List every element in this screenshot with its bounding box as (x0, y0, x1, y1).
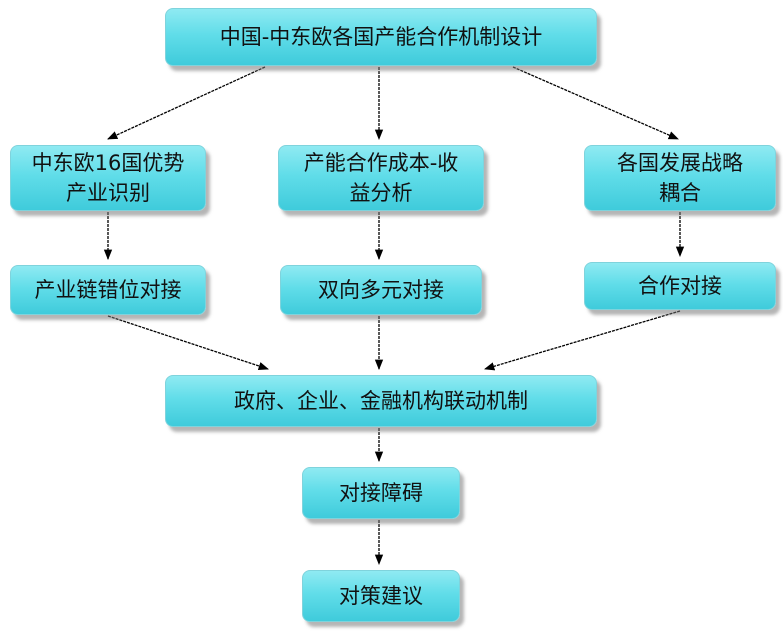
node-industry-chain-docking: 产业链错位对接 (10, 265, 206, 315)
node-cost-benefit-analysis: 产能合作成本-收 益分析 (278, 145, 484, 211)
node-mechanism-design: 中国-中东欧各国产能合作机制设计 (165, 8, 597, 66)
node-cooperation-docking: 合作对接 (584, 262, 776, 310)
node-advantage-industry-identification: 中东欧16国优势 产业识别 (10, 145, 206, 211)
node-linkage-mechanism: 政府、企业、金融机构联动机制 (165, 375, 597, 427)
node-bidirectional-docking: 双向多元对接 (280, 265, 482, 315)
node-countermeasure-suggestions: 对策建议 (302, 570, 460, 622)
arrow-left-mid-to-linkage (107, 315, 269, 371)
node-docking-barrier: 对接障碍 (302, 467, 460, 519)
arrow-right-mid-to-linkage (484, 310, 681, 371)
node-strategy-coupling: 各国发展战略 耦合 (584, 145, 776, 211)
arrow-top-to-right (512, 66, 679, 140)
arrow-top-to-left (107, 66, 266, 140)
